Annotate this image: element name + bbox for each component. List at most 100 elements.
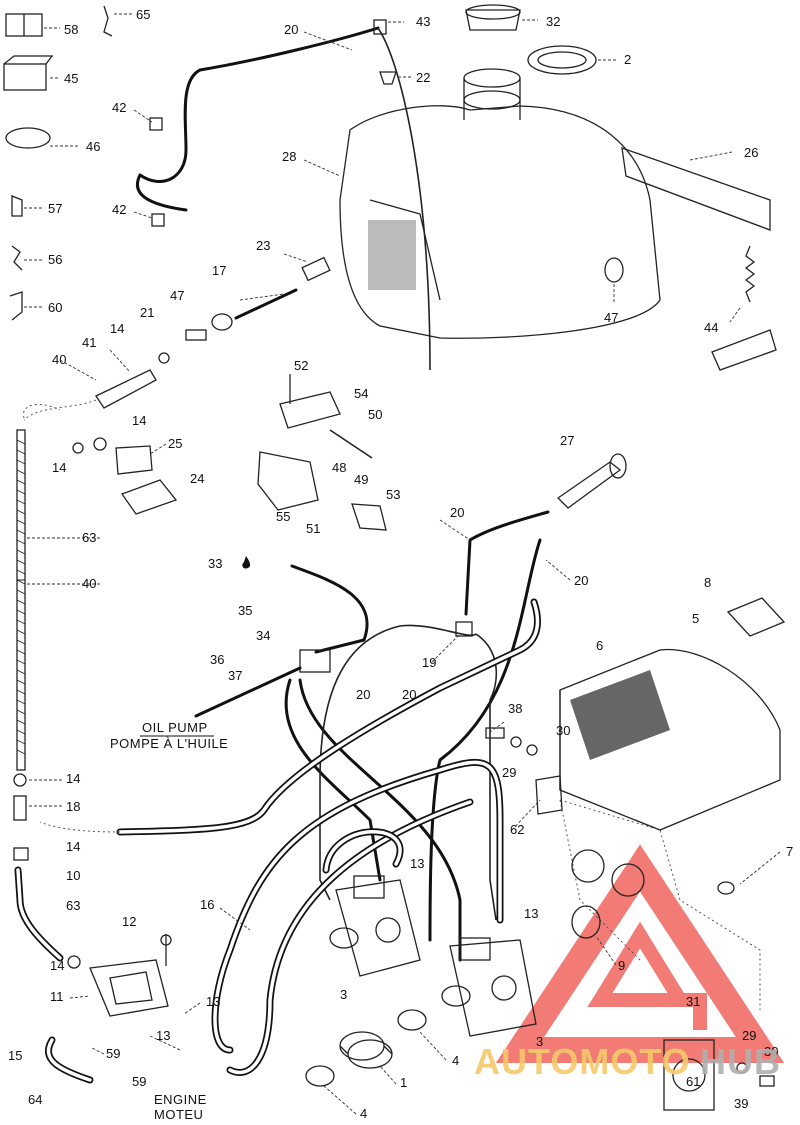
part-26-bracket	[621, 147, 771, 231]
callout-20: 20	[450, 505, 464, 520]
part-47-grommet-cable	[211, 313, 233, 331]
part-27-choke-knob	[556, 453, 627, 509]
callout-14: 14	[66, 771, 80, 786]
callout-42: 42	[112, 100, 126, 115]
callout-3: 3	[340, 987, 347, 1002]
callout-48: 48	[332, 460, 346, 475]
callout-35: 35	[238, 603, 252, 618]
callout-14: 14	[132, 413, 146, 428]
part-44-spring	[711, 245, 777, 371]
callout-20: 20	[284, 22, 298, 37]
part-42-grommet-upper	[149, 117, 163, 131]
callout-20: 20	[356, 687, 370, 702]
choke-cable-20	[428, 510, 550, 942]
part-24-decal	[120, 479, 178, 515]
part-42-grommet-lower	[151, 213, 165, 227]
callout-9: 9	[618, 958, 625, 973]
callout-8: 8	[704, 575, 711, 590]
callout-64: 64	[28, 1092, 42, 1107]
callout-34: 34	[256, 628, 270, 643]
part-56-terminal	[11, 245, 44, 271]
part-22-grommet	[379, 71, 412, 85]
part-34-junction	[299, 649, 331, 673]
caption-engine: ENGINE MOTEU	[154, 1092, 206, 1122]
callout-6: 6	[596, 638, 603, 653]
spring-hose-40	[16, 403, 61, 771]
watermark-text: AUTOMOTO HUB	[474, 1041, 780, 1082]
callout-39: 39	[734, 1096, 748, 1111]
callout-60: 60	[48, 300, 62, 315]
part-61-spacer	[663, 1039, 715, 1111]
callout-47: 47	[170, 288, 184, 303]
callout-4: 4	[360, 1106, 367, 1121]
callout-14: 14	[50, 958, 64, 973]
callout-55: 55	[276, 509, 290, 524]
callout-26: 26	[744, 145, 758, 160]
callout-58: 58	[64, 22, 78, 37]
callout-59: 59	[132, 1074, 146, 1089]
callout-1: 1	[400, 1075, 407, 1090]
callout-16: 16	[200, 897, 214, 912]
part-4-clamp-lower	[305, 1065, 335, 1087]
part-46-hose-clamp	[5, 127, 80, 149]
part-21-nut	[185, 329, 207, 341]
part-9-grommet	[571, 905, 601, 939]
part-5-air-silencer	[559, 648, 781, 831]
oil-line-33	[290, 564, 369, 654]
part-58-connector	[5, 13, 60, 37]
callout-20: 20	[574, 573, 588, 588]
callout-28: 28	[282, 149, 296, 164]
part-7-grommet	[717, 881, 735, 895]
fuel-line-left-assembly	[13, 773, 81, 969]
callout-13: 13	[206, 994, 220, 1009]
callout-4: 4	[452, 1053, 459, 1068]
fuel-tank	[339, 105, 661, 339]
base-plate-outline	[559, 799, 761, 1010]
callout-5: 5	[692, 611, 699, 626]
oil-drop-icon	[242, 556, 251, 569]
callout-45: 45	[64, 71, 78, 86]
callout-29: 29	[502, 765, 516, 780]
part-2-gasket	[527, 45, 618, 75]
callout-10: 10	[66, 868, 80, 883]
callout-18: 18	[66, 799, 80, 814]
callout-63: 63	[82, 530, 96, 545]
callout-52: 52	[294, 358, 308, 373]
filler-neck	[463, 68, 521, 120]
callout-42: 42	[112, 202, 126, 217]
callout-36: 36	[210, 652, 224, 667]
caption-oil-pump: OIL PUMP POMPE À L'HUILE	[110, 720, 228, 751]
callout-24: 24	[190, 471, 204, 486]
part-65-clip	[103, 5, 132, 37]
callout-46: 46	[86, 139, 100, 154]
callout-23: 23	[256, 238, 270, 253]
caption-engine-fr: MOTEU	[154, 1107, 203, 1122]
part-8-decal	[726, 597, 786, 637]
callout-41: 41	[82, 335, 96, 350]
watermark-triangle-logo	[495, 844, 785, 1063]
callout-37: 37	[228, 668, 242, 683]
callout-43: 43	[416, 14, 430, 29]
part-47-grommet-tank	[604, 257, 624, 304]
callout-27: 27	[560, 433, 574, 448]
callout-33: 33	[208, 556, 222, 571]
callout-3: 3	[536, 1034, 543, 1049]
callout-13: 13	[524, 906, 538, 921]
throttle-cable-upper	[135, 26, 431, 371]
part-11-fuel-pump	[89, 934, 172, 1017]
callout-32: 32	[546, 14, 560, 29]
part-62-bracket	[535, 775, 563, 815]
watermark-word-automoto: AUTOMOTO	[474, 1041, 691, 1082]
part-25-clamp-bracket	[72, 437, 153, 475]
callout-21: 21	[140, 305, 154, 320]
callout-61: 61	[686, 1074, 700, 1089]
callout-51: 51	[306, 521, 320, 536]
part-1-intake-boot	[339, 1031, 393, 1069]
callout-40: 40	[82, 576, 96, 591]
callout-14: 14	[110, 321, 124, 336]
callout-19: 19	[422, 655, 436, 670]
callout-25: 25	[168, 436, 182, 451]
part-23-adjuster	[283, 253, 331, 282]
